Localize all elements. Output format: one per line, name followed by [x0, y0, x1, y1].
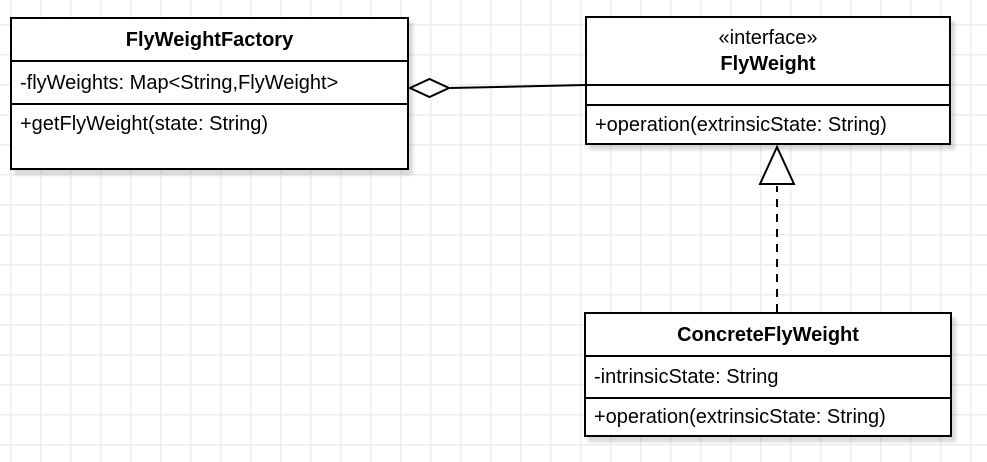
aggregation-edge[interactable]	[407, 77, 586, 99]
class-methods-compartment: +operation(extrinsicState: String)	[586, 399, 950, 435]
class-flyweightfactory[interactable]: FlyWeightFactory -flyWeights: Map<String…	[10, 17, 409, 170]
attribute-item: -intrinsicState: String	[594, 366, 779, 388]
class-name: ConcreteFlyWeight	[677, 323, 859, 346]
class-name: FlyWeight	[720, 53, 816, 75]
class-title: «interface» FlyWeight	[587, 18, 949, 86]
class-title: ConcreteFlyWeight	[586, 314, 950, 357]
class-flyweight-interface[interactable]: «interface» FlyWeight +operation(extrins…	[585, 16, 951, 145]
class-attributes-compartment: -flyWeights: Map<String,FlyWeight>	[12, 62, 407, 105]
class-concreteflyweight[interactable]: ConcreteFlyWeight -intrinsicState: Strin…	[584, 312, 952, 437]
class-attributes-compartment	[587, 86, 949, 106]
class-stereotype: «interface»	[718, 27, 818, 49]
method-item: +operation(extrinsicState: String)	[594, 406, 886, 428]
method-item: +operation(extrinsicState: String)	[595, 113, 887, 136]
method-item: +getFlyWeight(state: String)	[20, 113, 269, 135]
class-name: FlyWeightFactory	[125, 28, 294, 51]
class-attributes-compartment: -intrinsicState: String	[586, 357, 950, 399]
aggregation-diamond-icon	[407, 77, 452, 99]
class-methods-compartment: +getFlyWeight(state: String)	[12, 105, 407, 168]
class-methods-compartment: +operation(extrinsicState: String)	[587, 106, 949, 143]
attribute-item: -flyWeights: Map<String,FlyWeight>	[20, 71, 339, 94]
class-title: FlyWeightFactory	[12, 19, 407, 62]
realization-edge[interactable]	[758, 144, 796, 312]
realization-triangle-icon	[758, 144, 796, 185]
aggregation-line	[449, 84, 586, 89]
